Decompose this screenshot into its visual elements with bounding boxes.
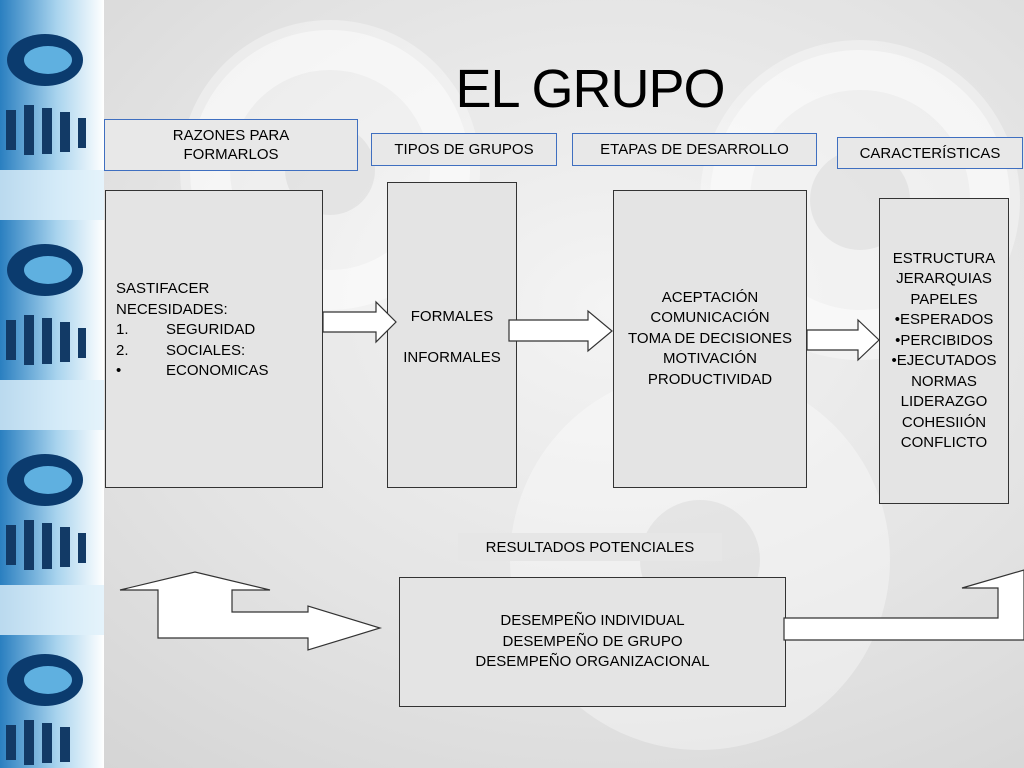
etapas-item: TOMA DE DECISIONES xyxy=(628,329,792,347)
razones-box: SASTIFACER NECESIDADES: 1. SEGURIDAD 2. … xyxy=(105,190,323,488)
razones-intro-1: SASTIFACER xyxy=(116,280,210,297)
resultado-item: DESEMPEÑO ORGANIZACIONAL xyxy=(475,653,710,671)
list-text: SOCIALES: xyxy=(166,341,246,359)
caracteristicas-item: LIDERAZGO xyxy=(900,393,988,410)
etapas-item: PRODUCTIVIDAD xyxy=(647,370,773,388)
caracteristicas-item: JERARQUIAS xyxy=(896,270,992,287)
header-etapas: ETAPAS DE DESARROLLO xyxy=(572,133,817,166)
tipos-item-formales: FORMALES xyxy=(410,308,494,325)
caracteristicas-item: CONFLICTO xyxy=(900,434,988,451)
list-text: ECONOMICAS xyxy=(166,362,269,379)
resultados-box: DESEMPEÑO INDIVIDUAL DESEMPEÑO DE GRUPO … xyxy=(399,577,786,707)
caracteristicas-item: ESTRUCTURA xyxy=(892,249,996,267)
list-marker: • xyxy=(116,362,122,379)
caracteristicas-item: •EJECUTADOS xyxy=(891,352,997,369)
etapas-box: ACEPTACIÓN COMUNICACIÓN TOMA DE DECISION… xyxy=(613,190,807,488)
etapas-item: ACEPTACIÓN xyxy=(661,288,759,306)
list-text: SEGURIDAD xyxy=(166,321,256,338)
gear-strip-decoration xyxy=(0,0,104,768)
list-item: 1. SEGURIDAD xyxy=(116,320,322,341)
caracteristicas-box: ESTRUCTURA JERARQUIAS PAPELES •ESPERADOS… xyxy=(879,198,1009,504)
header-tipos: TIPOS DE GRUPOS xyxy=(371,133,557,166)
razones-intro-2: NECESIDADES: xyxy=(116,300,228,318)
list-item: 2. SOCIALES: xyxy=(116,341,322,362)
etapas-item: MOTIVACIÓN xyxy=(663,350,757,368)
list-marker: 2. xyxy=(116,341,129,359)
slide-title: EL GRUPO xyxy=(455,59,725,119)
caracteristicas-item: COHESIIÓN xyxy=(901,413,987,431)
tipos-item-informales: INFORMALES xyxy=(403,348,501,366)
caracteristicas-item: NORMAS xyxy=(911,372,977,390)
resultado-item: DESEMPEÑO DE GRUPO xyxy=(502,632,683,650)
caracteristicas-item: •PERCIBIDOS xyxy=(895,331,993,349)
resultados-header: RESULTADOS POTENCIALES xyxy=(458,533,722,561)
etapas-item: COMUNICACIÓN xyxy=(650,309,770,327)
resultado-item: DESEMPEÑO INDIVIDUAL xyxy=(500,612,685,630)
caracteristicas-item: PAPELES xyxy=(910,290,978,308)
list-item: • ECONOMICAS xyxy=(116,361,322,382)
tipos-box: FORMALES INFORMALES xyxy=(387,182,517,488)
header-razones: RAZONES PARA FORMARLOS xyxy=(104,119,358,171)
caracteristicas-item: •ESPERADOS xyxy=(894,311,994,328)
header-caracteristicas: CARACTERÍSTICAS xyxy=(837,137,1023,169)
list-marker: 1. xyxy=(116,321,129,338)
